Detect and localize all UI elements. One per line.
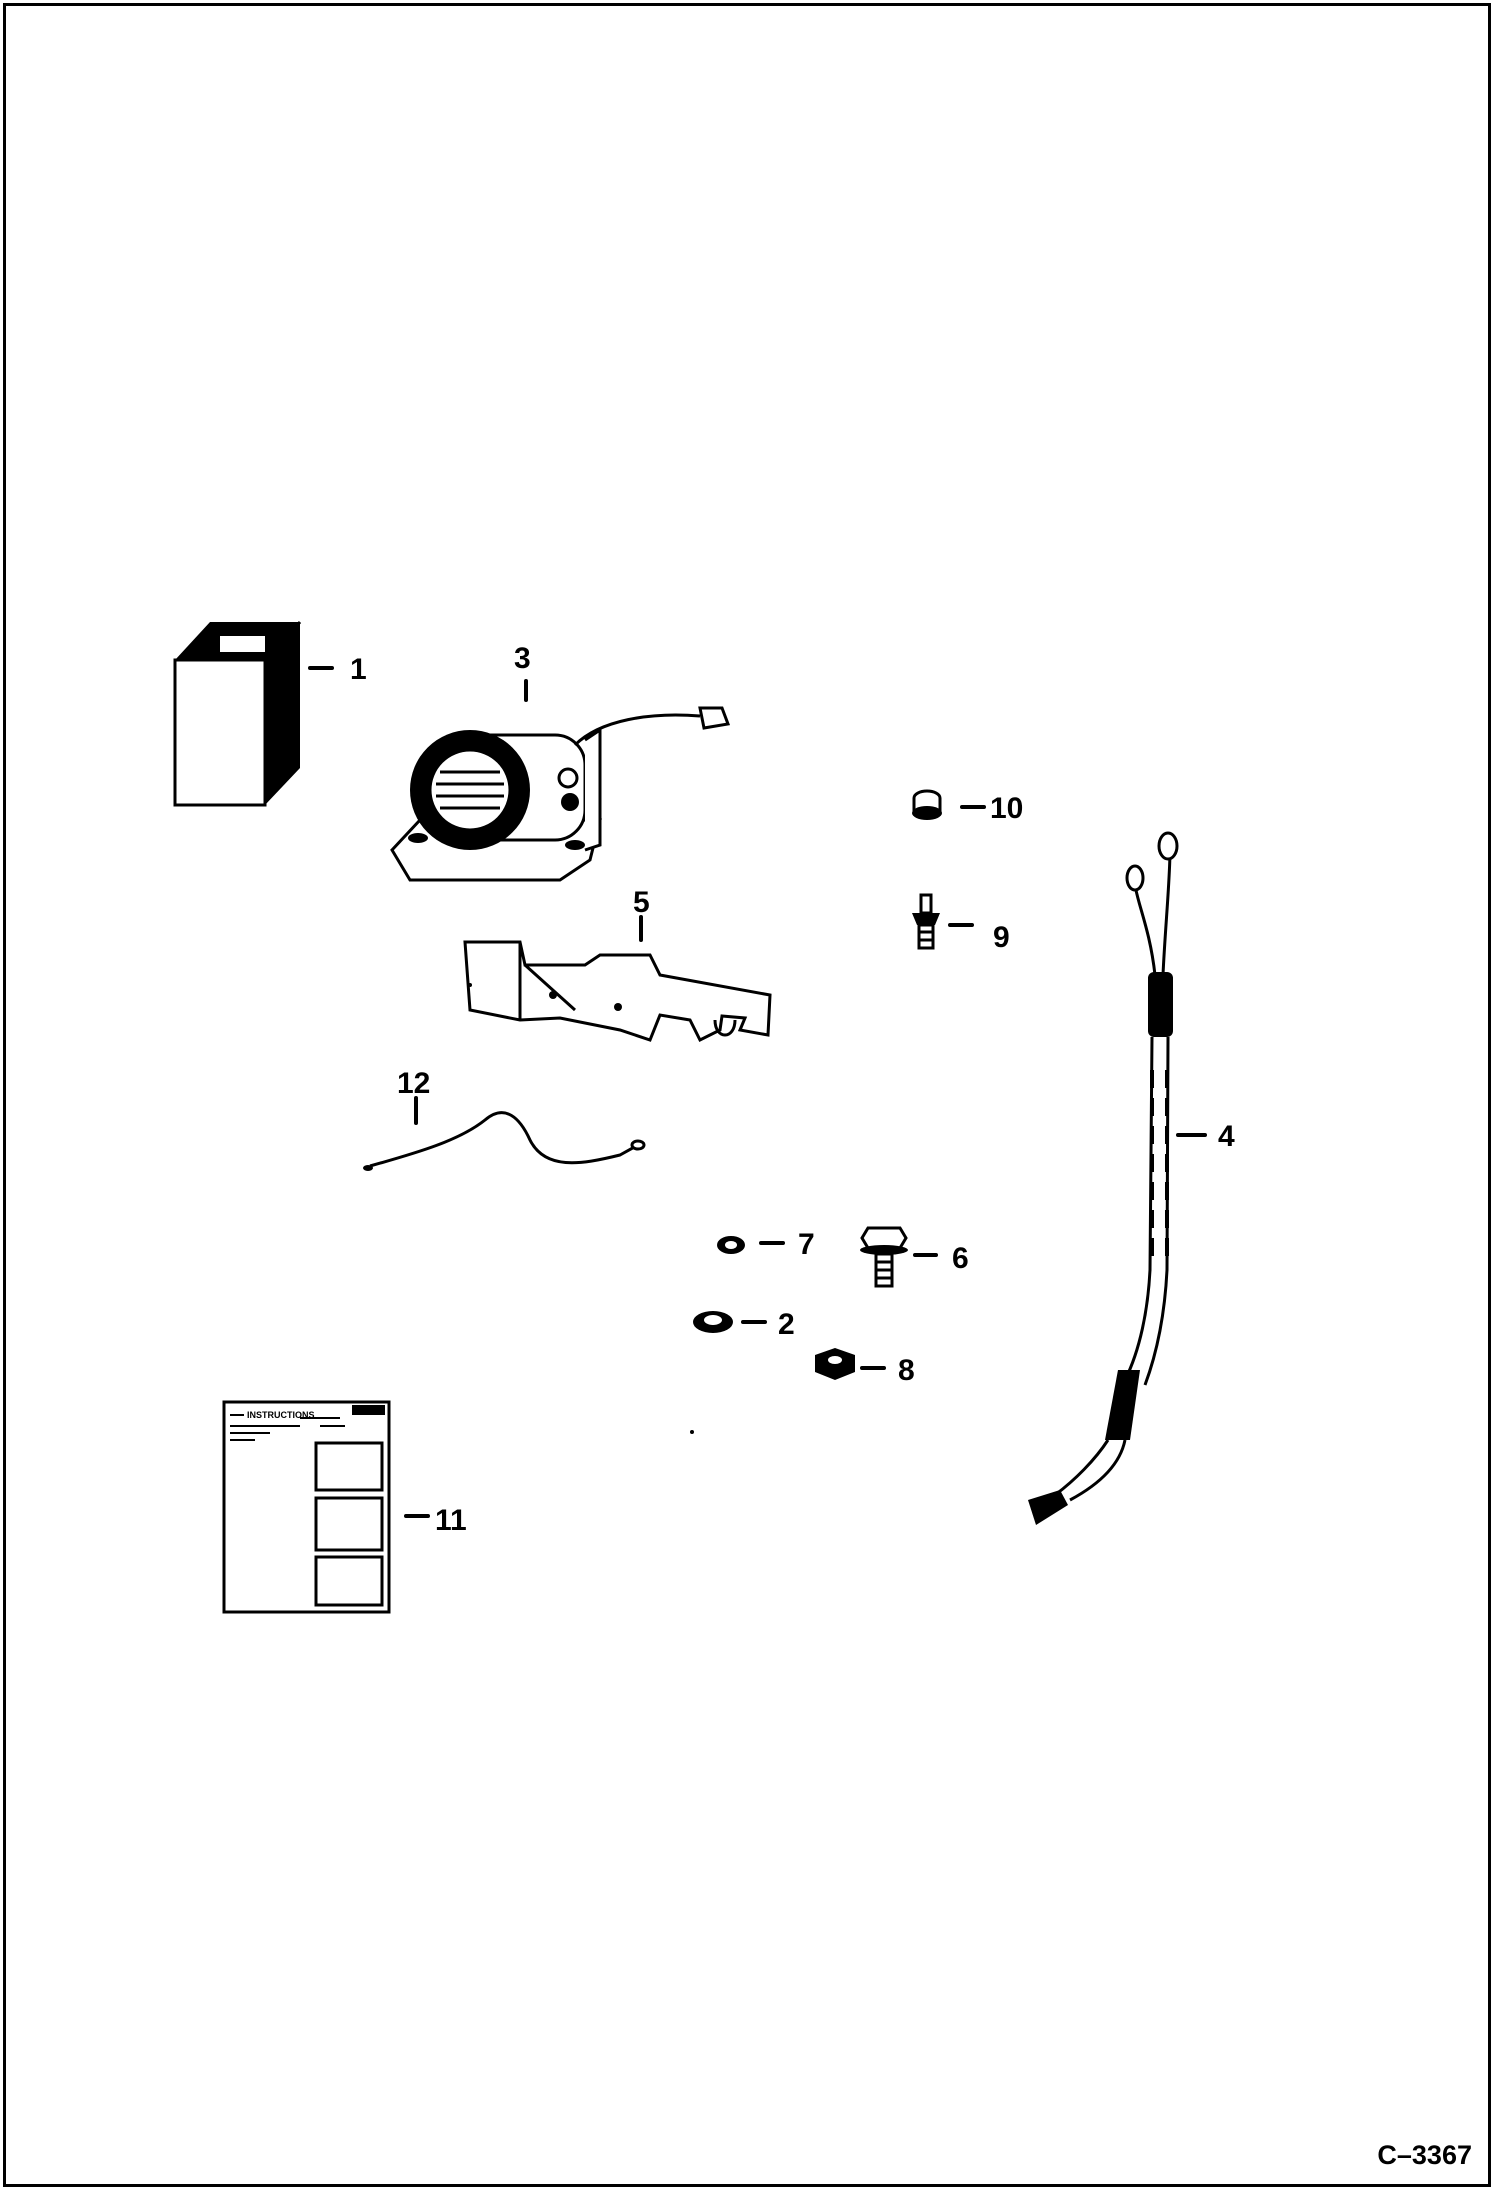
callout-10: 10 xyxy=(990,792,1023,825)
callout-1: 1 xyxy=(350,653,367,686)
part-10-nut xyxy=(912,789,942,820)
part-12-wire xyxy=(363,1111,646,1171)
figure-id: C–3367 xyxy=(1377,2140,1472,2170)
callout-5: 5 xyxy=(633,886,650,919)
callout-6: 6 xyxy=(952,1242,969,1275)
callout-3: 3 xyxy=(514,642,531,675)
print-dot xyxy=(468,983,472,987)
part-7-washer xyxy=(717,1236,745,1254)
part-2-washer xyxy=(693,1311,733,1333)
callout-12: 12 xyxy=(397,1067,430,1100)
part-6-bolt xyxy=(860,1226,908,1288)
callout-8: 8 xyxy=(898,1354,915,1387)
part-8-nut xyxy=(815,1348,855,1380)
part-4-harness xyxy=(1028,831,1179,1525)
callout-11: 11 xyxy=(435,1504,467,1537)
callout-7: 7 xyxy=(798,1228,815,1261)
part-9-stud xyxy=(912,893,940,950)
callout-4: 4 xyxy=(1218,1120,1235,1153)
page-border xyxy=(3,3,1491,2187)
part-11-instruction-sheet: INSTRUCTIONS xyxy=(222,1400,391,1614)
part-1-box xyxy=(173,620,302,807)
callout-2: 2 xyxy=(778,1308,795,1341)
callout-9: 9 xyxy=(993,921,1010,954)
part-5-bracket xyxy=(463,940,772,1043)
print-dot xyxy=(690,1430,694,1434)
instruction-heading: INSTRUCTIONS xyxy=(247,1410,315,1420)
part-3-alarm xyxy=(390,706,731,882)
